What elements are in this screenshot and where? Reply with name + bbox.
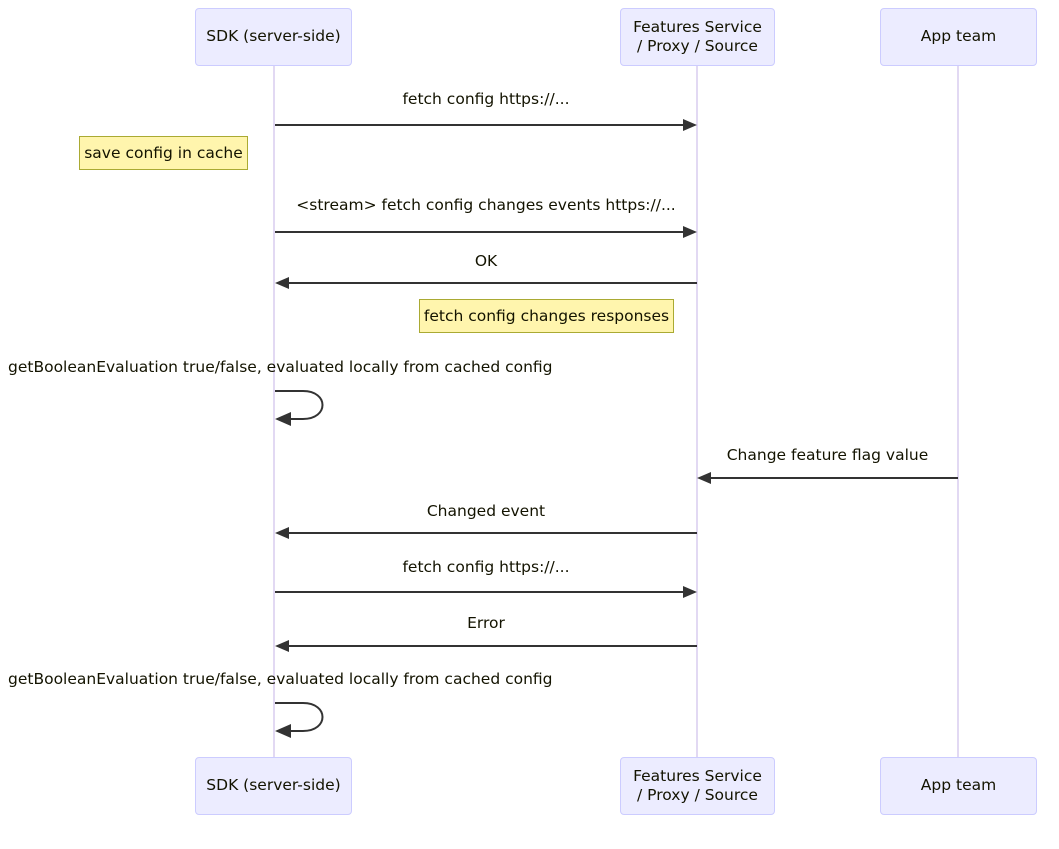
actor-box-app-top[interactable]: App team: [880, 8, 1037, 66]
actor-box-app-bottom[interactable]: App team: [880, 757, 1037, 815]
self-message-label-get-boolean-evaluation-2: getBooleanEvaluation true/false, evaluat…: [8, 670, 553, 688]
message-label-change-feature-flag-value: Change feature flag value: [726, 446, 929, 464]
note-fetch-config-changes-responses: fetch config changes responses: [419, 299, 674, 333]
self-message-arrow-get-boolean-evaluation-2: [275, 702, 324, 738]
message-label-ok: OK: [474, 252, 498, 270]
message-label-error: Error: [467, 614, 505, 632]
message-label-fetch-config-1: fetch config https://...: [402, 90, 570, 108]
actor-box-features-top[interactable]: Features Service / Proxy / Source: [620, 8, 775, 66]
lifeline-app: [957, 66, 959, 757]
message-arrow-fetch-config-1: [275, 119, 697, 131]
message-arrow-change-feature-flag-value: [697, 472, 958, 484]
actor-box-sdk-bottom[interactable]: SDK (server-side): [195, 757, 352, 815]
message-arrow-stream-fetch-config-changes: [275, 226, 697, 238]
lifeline-features: [696, 66, 698, 757]
actor-box-features-bottom[interactable]: Features Service / Proxy / Source: [620, 757, 775, 815]
self-message-arrow-get-boolean-evaluation-1: [275, 390, 324, 426]
actor-box-sdk-top[interactable]: SDK (server-side): [195, 8, 352, 66]
message-arrow-error: [275, 640, 697, 652]
lifeline-sdk: [273, 66, 275, 757]
self-message-label-get-boolean-evaluation-1: getBooleanEvaluation true/false, evaluat…: [8, 358, 553, 376]
message-label-stream-fetch-config-changes: <stream> fetch config changes events htt…: [296, 196, 676, 214]
note-save-config-in-cache: save config in cache: [79, 136, 248, 170]
message-arrow-changed-event: [275, 527, 697, 539]
message-label-fetch-config-2: fetch config https://...: [402, 558, 570, 576]
message-arrow-ok: [275, 277, 697, 289]
message-arrow-fetch-config-2: [275, 586, 697, 598]
message-label-changed-event: Changed event: [426, 502, 546, 520]
